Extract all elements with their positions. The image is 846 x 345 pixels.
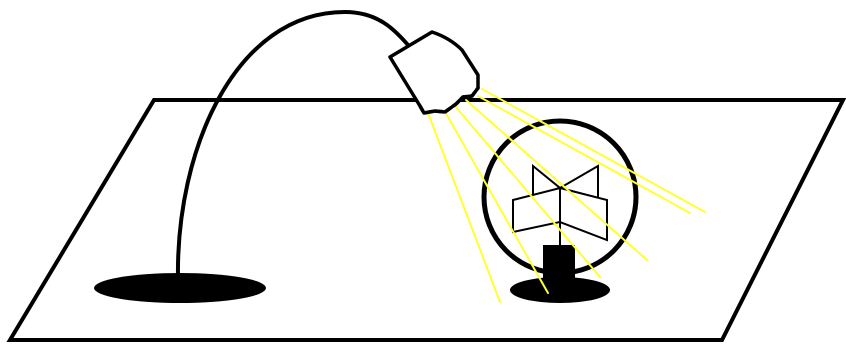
radiometer-vane bbox=[512, 186, 561, 234]
lamp-icon bbox=[388, 30, 480, 115]
light-beam bbox=[443, 109, 549, 294]
radiometer-vane bbox=[559, 186, 608, 242]
radiometer-vanes bbox=[512, 163, 608, 242]
light-beams bbox=[427, 88, 706, 303]
lamp-rim bbox=[418, 86, 480, 115]
light-beam bbox=[477, 95, 691, 214]
radiometer-base bbox=[510, 277, 610, 303]
light-beam bbox=[481, 88, 706, 213]
light-beam bbox=[465, 99, 648, 261]
light-beam bbox=[427, 112, 501, 303]
lamp-base bbox=[94, 273, 266, 303]
radiometer-stand bbox=[543, 245, 575, 289]
light-beam bbox=[454, 105, 601, 278]
lamp-arm bbox=[175, 9, 410, 280]
table-surface bbox=[6, 98, 846, 342]
